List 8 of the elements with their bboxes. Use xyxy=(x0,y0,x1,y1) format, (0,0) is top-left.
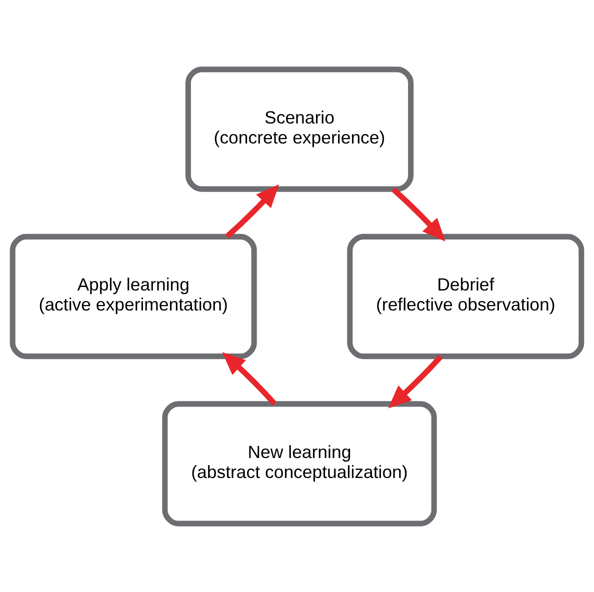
arrow xyxy=(222,352,277,406)
arrow xyxy=(225,184,280,238)
node-box: Scenario (concrete experience) xyxy=(185,66,414,192)
node-box: Apply learning (active experimentation) xyxy=(10,233,257,359)
arrow xyxy=(392,186,446,241)
arrow xyxy=(388,354,443,408)
node-box: Debrief (reflective observation) xyxy=(347,233,584,359)
node-box: New learning (abstract conceptualization) xyxy=(162,400,437,526)
